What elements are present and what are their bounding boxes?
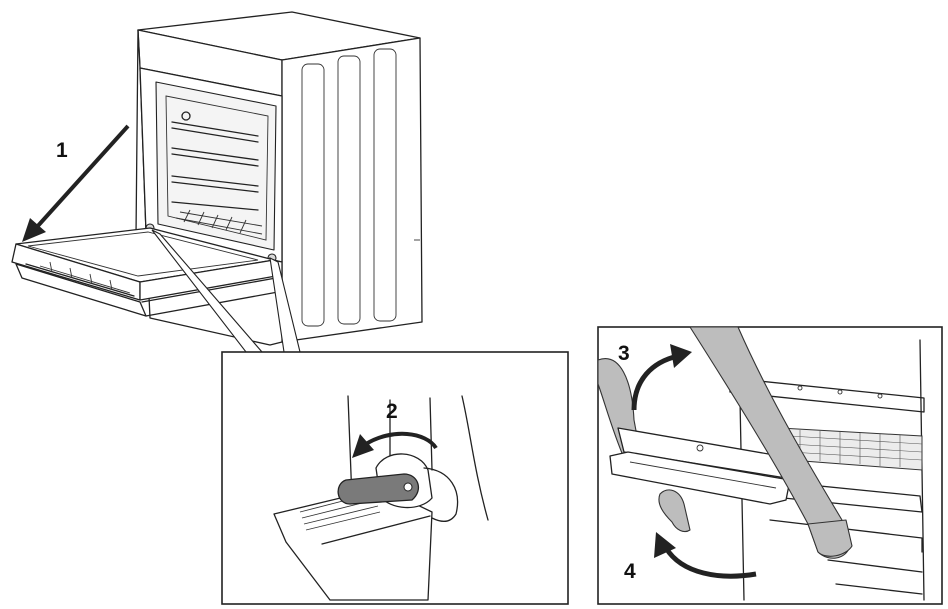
- oven-illustration: [11, 11, 423, 346]
- step-4-label: 4: [624, 560, 636, 583]
- step-2-label: 2: [386, 400, 398, 423]
- hinge-detail-panel: [221, 351, 569, 605]
- arrow-step-4-icon: [654, 532, 757, 579]
- step-1-label: 1: [56, 139, 68, 162]
- arrow-step-1-icon: [22, 124, 130, 242]
- arrow-step-3-icon: [631, 344, 692, 411]
- step-3-label: 3: [618, 342, 630, 365]
- hinge-lever-icon: [337, 473, 420, 505]
- door-glass-removal-panel: [597, 326, 943, 605]
- arrow-step-2-icon: [352, 431, 438, 458]
